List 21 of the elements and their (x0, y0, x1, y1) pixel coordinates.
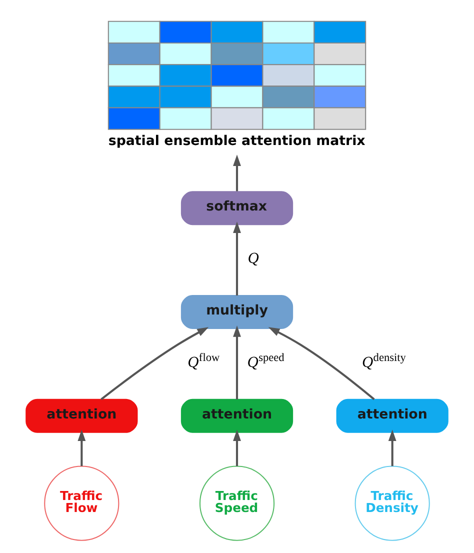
node-box: attention (336, 398, 448, 433)
arrow (233, 154, 241, 192)
arrow (233, 326, 241, 400)
node-box: multiply (180, 295, 294, 329)
arrow (233, 222, 241, 296)
arrow (78, 430, 86, 466)
arrow (268, 327, 375, 400)
node-circle: Traffic Speed (199, 466, 275, 541)
edge-label: Q$^{speed}$ (247, 352, 284, 372)
edge-label: Q (248, 250, 259, 268)
node-circle: Traffic Flow (44, 466, 120, 541)
edge-label: Q$^{flow}$ (188, 352, 220, 372)
arrow (388, 430, 396, 466)
arrow (233, 430, 241, 466)
node-box: softmax (180, 191, 294, 226)
node-box: attention (26, 398, 138, 433)
node-circle: Traffic Density (354, 466, 430, 541)
node-label: spatial ensemble attention matrix (108, 134, 366, 150)
arrow (100, 327, 209, 400)
node-box: attention (180, 398, 294, 433)
edge-label: Q$^{density}$ (362, 352, 406, 372)
